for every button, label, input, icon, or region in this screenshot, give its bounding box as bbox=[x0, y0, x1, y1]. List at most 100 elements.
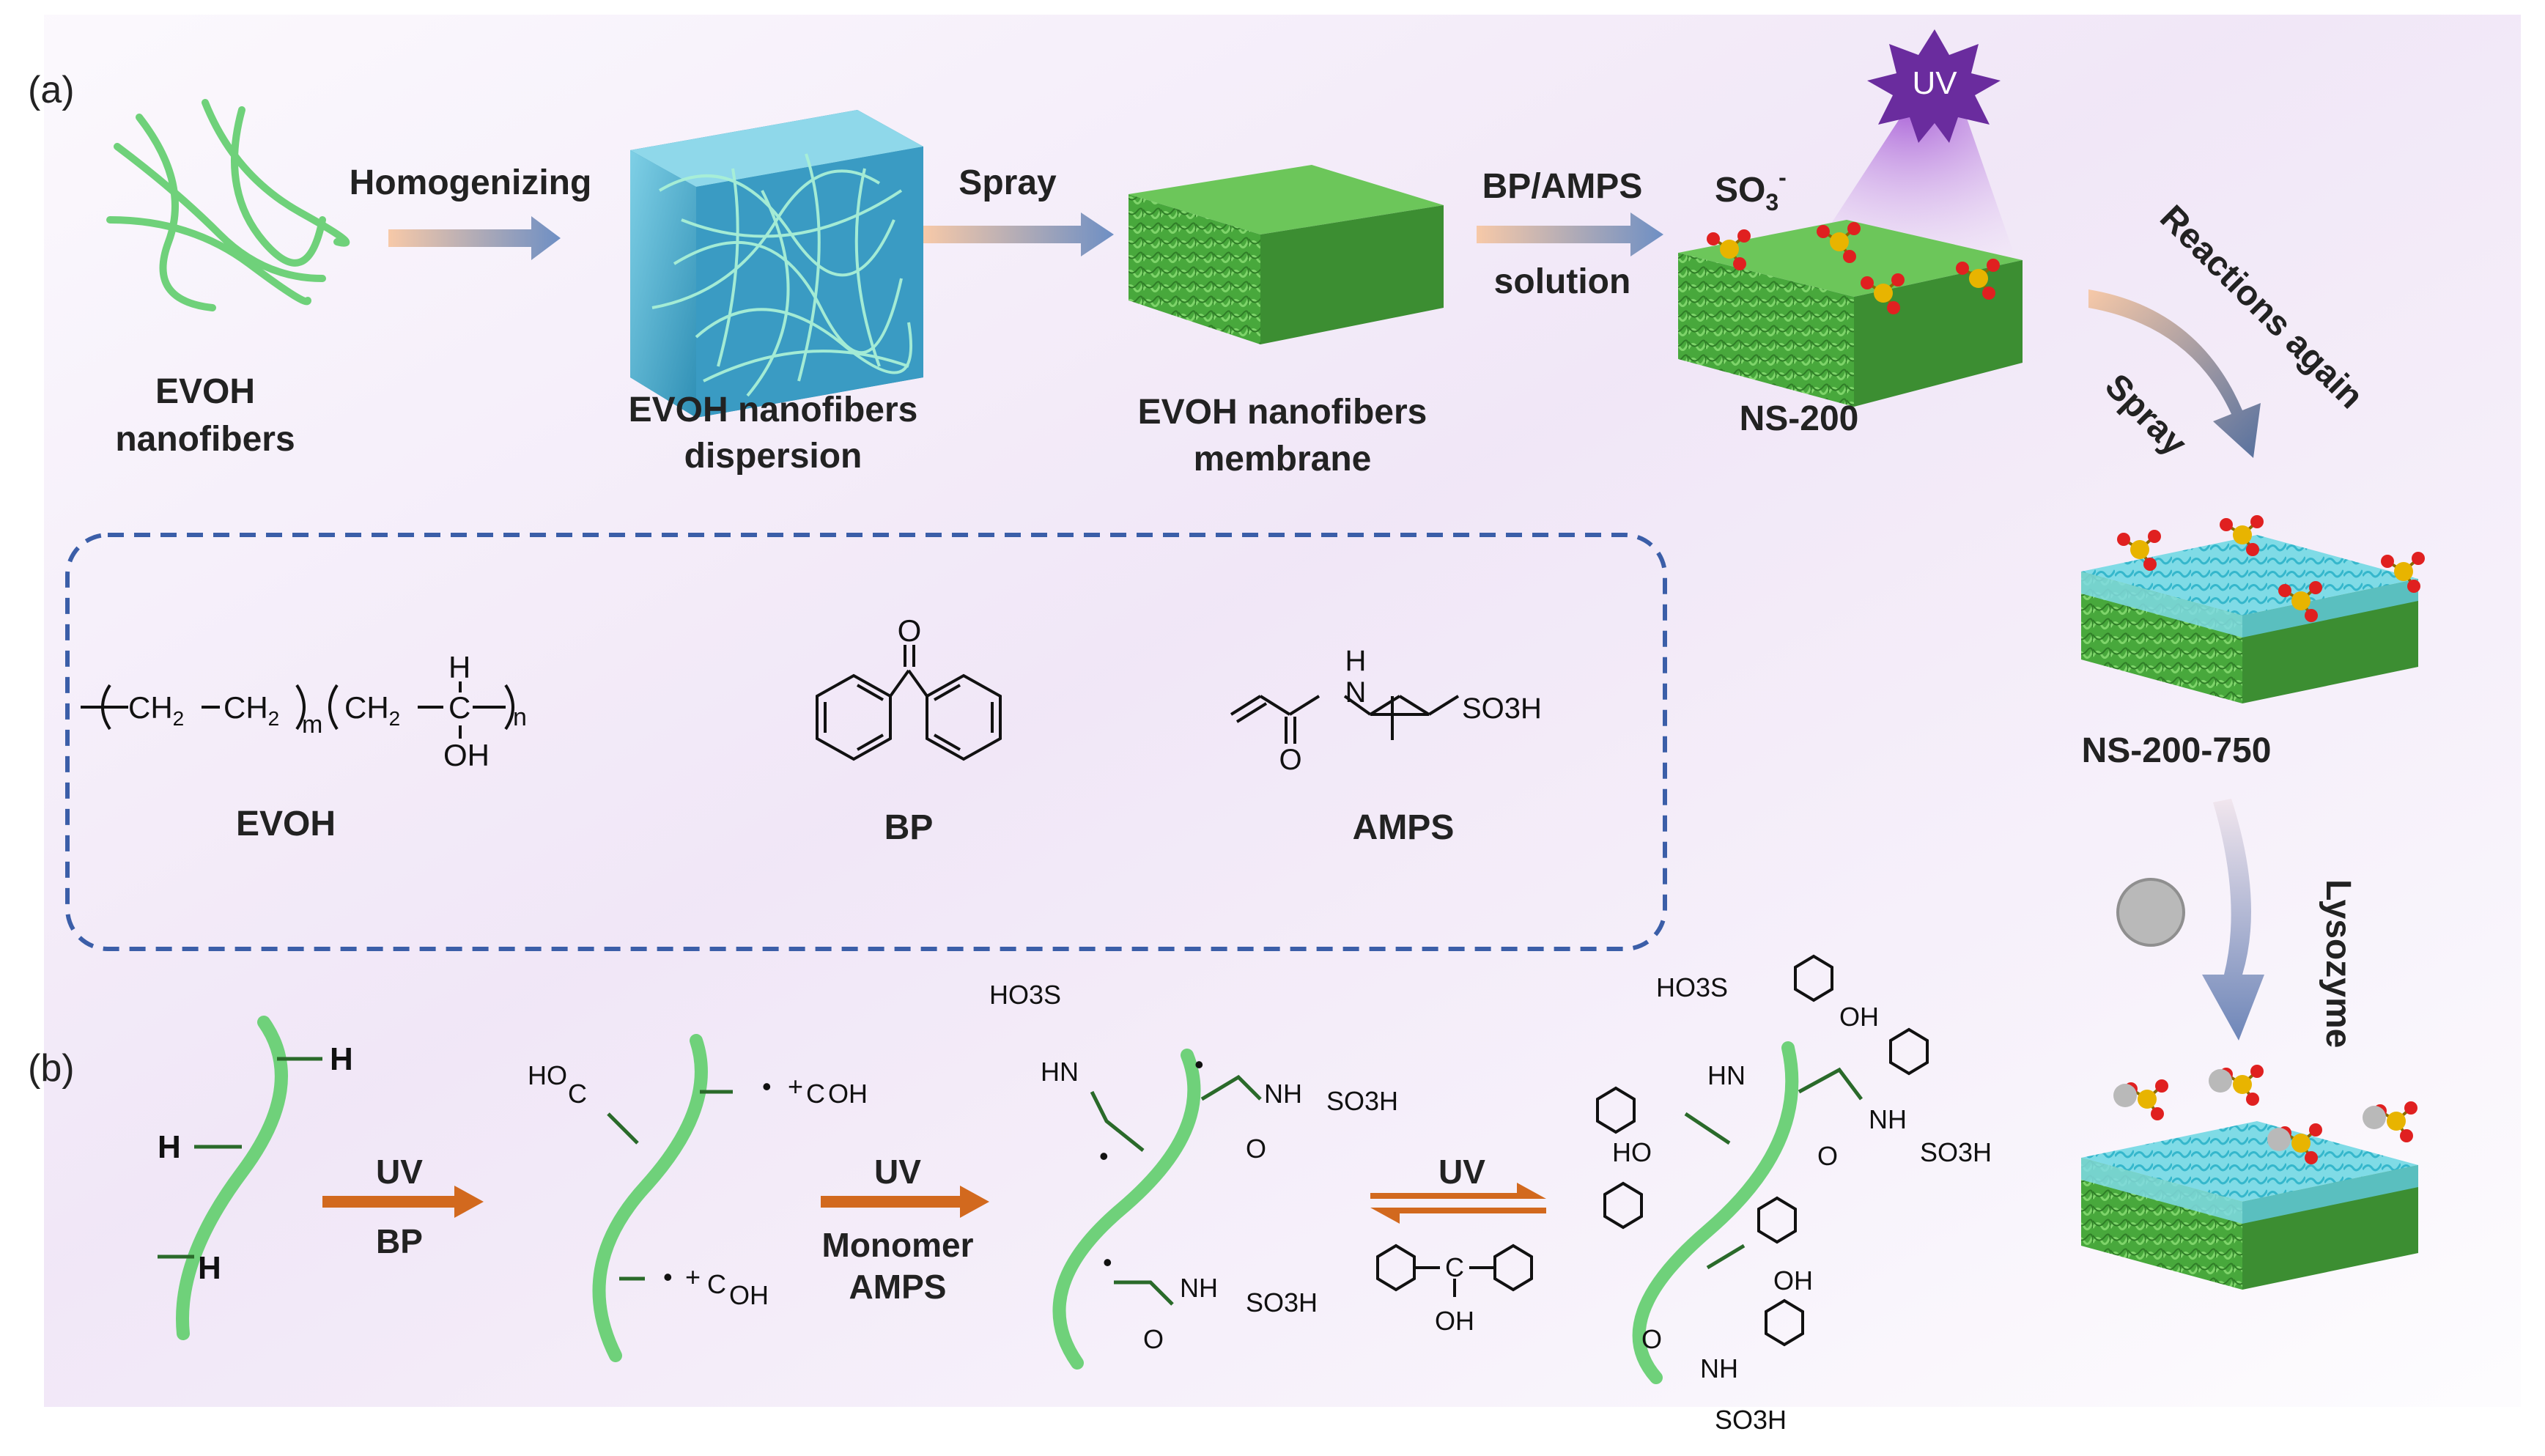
h-label-1: H bbox=[330, 1041, 353, 1077]
stage-4-label: NS-200 bbox=[1740, 399, 1859, 438]
svg-text:SO3H: SO3H bbox=[1246, 1287, 1318, 1318]
uv-star-icon bbox=[1867, 29, 2001, 143]
svg-text:NH: NH bbox=[1180, 1273, 1218, 1303]
svg-text:HO: HO bbox=[1612, 1137, 1652, 1167]
svg-text:HO3S: HO3S bbox=[1656, 972, 1728, 1002]
svg-text:NH: NH bbox=[1264, 1079, 1302, 1109]
arrow-spray bbox=[923, 213, 1114, 256]
svg-text:CH2: CH2 bbox=[128, 690, 184, 730]
svg-text:H: H bbox=[448, 650, 470, 684]
svg-text:HO3S: HO3S bbox=[989, 980, 1061, 1010]
svg-text:HN: HN bbox=[1041, 1057, 1079, 1087]
svg-text:•: • bbox=[762, 1071, 772, 1101]
arrow-solution-label: solution bbox=[1494, 262, 1631, 301]
dispersion-cube-icon bbox=[630, 110, 923, 418]
svg-text:O: O bbox=[1817, 1141, 1838, 1171]
arrow3-top: UV bbox=[1438, 1153, 1485, 1191]
evoh-name: EVOH bbox=[236, 805, 336, 843]
fiber-4 bbox=[1632, 1041, 1799, 1384]
sulfonate-group-icon bbox=[2278, 581, 2322, 622]
svg-text:SO3H: SO3H bbox=[1326, 1086, 1398, 1116]
fiber-1 bbox=[176, 1016, 288, 1340]
amps-name: AMPS bbox=[1353, 808, 1455, 847]
arrow2-bottom-line1: Monomer bbox=[822, 1226, 974, 1264]
bp-oxygen: O bbox=[898, 613, 922, 648]
amps-structure bbox=[1230, 695, 1460, 744]
svg-text:•: • bbox=[1194, 1049, 1204, 1079]
fiber-4-grafts bbox=[1684, 1067, 1863, 1270]
arrow-curved-spray bbox=[2088, 289, 2261, 458]
arrow-equilibrium-forward bbox=[1370, 1183, 1546, 1199]
stage-3-label-line2: membrane bbox=[1194, 440, 1372, 478]
lysozyme-sulfonate-groups bbox=[2113, 1065, 2417, 1164]
sulfonate-group-icon bbox=[2381, 552, 2425, 593]
svg-text:m: m bbox=[302, 711, 322, 739]
arrow-uv-bp bbox=[322, 1186, 484, 1218]
arrow1-top: UV bbox=[376, 1153, 423, 1191]
svg-text:SO3H: SO3H bbox=[1920, 1137, 1992, 1167]
sulfonate-group-icon bbox=[2209, 1065, 2264, 1106]
svg-text:OH: OH bbox=[828, 1079, 868, 1109]
stage-1-label-line1: EVOH bbox=[155, 372, 255, 411]
svg-text:+: + bbox=[685, 1262, 701, 1292]
arrow1-bottom: BP bbox=[376, 1222, 423, 1260]
ns200-750-sulfonate-groups bbox=[2117, 515, 2425, 622]
svg-text:C: C bbox=[707, 1269, 726, 1299]
ns200-750-slab-icon bbox=[2081, 535, 2418, 703]
sulfonate-group-icon bbox=[2267, 1123, 2322, 1164]
arrow-uv-monomer bbox=[821, 1186, 989, 1218]
amps-o: O bbox=[1279, 744, 1301, 776]
svg-text:OH: OH bbox=[729, 1280, 769, 1310]
svg-text:+: + bbox=[788, 1071, 803, 1101]
fiber-2-labels: HO C • + C OH • + C OH bbox=[528, 1060, 868, 1310]
evoh-fibers-icon bbox=[106, 99, 350, 311]
sulfonate-group-icon bbox=[2363, 1101, 2417, 1142]
ketyl-c: C bbox=[1445, 1252, 1464, 1282]
svg-text:HO: HO bbox=[528, 1060, 567, 1090]
stage-5-label: NS-200-750 bbox=[2082, 731, 2272, 770]
sulfonate-group-icon bbox=[2113, 1079, 2168, 1120]
stage-1-label-line2: nanofibers bbox=[115, 420, 295, 459]
svg-text:•: • bbox=[1099, 1141, 1109, 1171]
panel-label-a: (a) bbox=[28, 69, 75, 111]
arrow-bp-amps-label: BP/AMPS bbox=[1482, 167, 1643, 206]
fiber-3-grafts bbox=[1090, 1074, 1262, 1306]
molecule-box bbox=[65, 533, 1667, 951]
svg-text:•: • bbox=[1103, 1247, 1112, 1277]
svg-text:OH: OH bbox=[1773, 1265, 1813, 1296]
svg-text:CH2: CH2 bbox=[344, 690, 400, 730]
bp-ketyl-structure bbox=[1376, 1243, 1533, 1297]
arrow-homogenizing bbox=[388, 216, 561, 260]
svg-text:C: C bbox=[806, 1079, 825, 1109]
svg-text:n: n bbox=[513, 703, 527, 731]
svg-text:SO3H: SO3H bbox=[1715, 1405, 1787, 1435]
fiber-3-labels: HO3S HN • NH SO3H O • • NH SO3H O bbox=[989, 980, 1398, 1354]
stage-3-label-line1: EVOH nanofibers bbox=[1138, 393, 1427, 432]
arrow-lysozyme-label: Lysozyme bbox=[2319, 879, 2357, 1048]
fiber-2-adducts bbox=[607, 1090, 733, 1281]
sulfonate-group-icon bbox=[1861, 273, 1905, 314]
svg-text:O: O bbox=[1143, 1324, 1164, 1354]
sulfonate-group-icon bbox=[2220, 515, 2264, 556]
h-label-2: H bbox=[158, 1129, 181, 1165]
lysozyme-particle-icon bbox=[2116, 878, 2185, 947]
fiber-4-labels: HO3S HN HO OH NH SO3H O OH O NH SO3H bbox=[1612, 972, 1992, 1435]
stage-2-label-line2: dispersion bbox=[684, 437, 863, 476]
amps-h: H bbox=[1345, 645, 1367, 677]
svg-text:NH: NH bbox=[1869, 1104, 1907, 1134]
arrow2-top: UV bbox=[874, 1153, 921, 1191]
lysozyme-slab-icon bbox=[2081, 1121, 2418, 1290]
ketyl-oh: OH bbox=[1435, 1306, 1474, 1336]
arrow-bp-amps bbox=[1477, 213, 1663, 256]
amps-so3h: SO3H bbox=[1462, 692, 1542, 725]
sulfonate-group-icon bbox=[2117, 530, 2161, 571]
arrow-equilibrium-back bbox=[1370, 1208, 1546, 1224]
uv-badge: UV bbox=[1912, 65, 1957, 101]
svg-text:OH: OH bbox=[1839, 1002, 1879, 1032]
sulfonate-group-icon bbox=[1707, 229, 1751, 270]
panel-label-b: (b) bbox=[28, 1047, 75, 1090]
amps-n: N bbox=[1345, 676, 1367, 709]
ns200-slab-icon bbox=[1678, 220, 2023, 407]
